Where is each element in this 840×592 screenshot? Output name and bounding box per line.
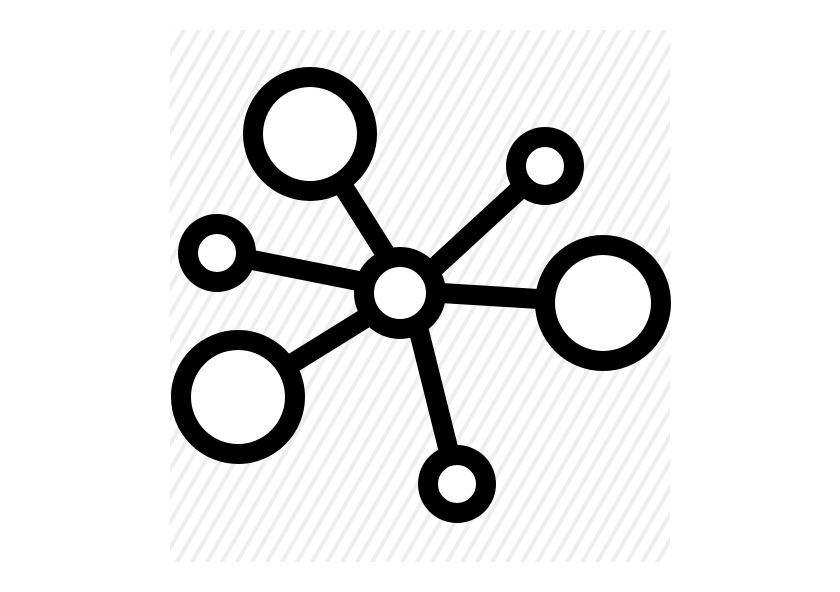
node-small-top-right [506, 127, 584, 205]
node-large-top-left [243, 67, 377, 201]
node-large-bottom-left [171, 330, 305, 464]
node-large-right [535, 235, 671, 371]
node-hub-center [354, 247, 446, 339]
node-small-left [178, 214, 256, 292]
node-small-bottom [418, 445, 496, 523]
